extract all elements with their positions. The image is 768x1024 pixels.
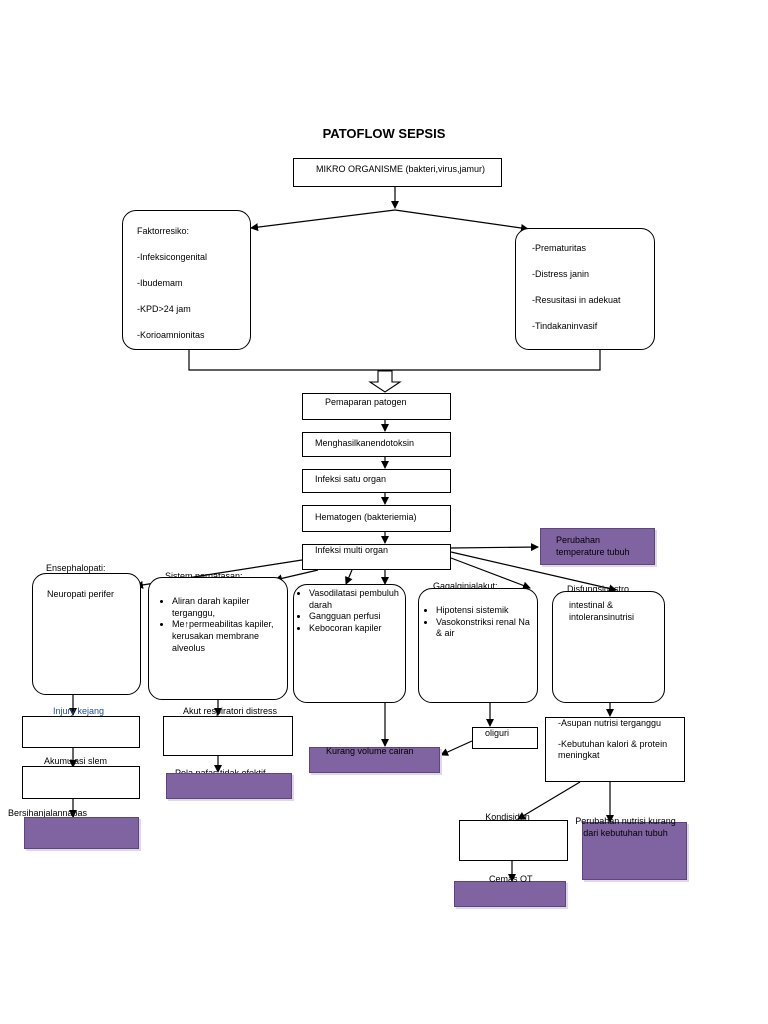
hematogen-box: Hematogen (bakteriemia) xyxy=(302,505,451,532)
pernafasan-item: Me↑permeabilitas kapiler, kerusakan memb… xyxy=(172,619,281,654)
vaso-item-text: Gangguan perfusi xyxy=(309,611,381,622)
left-risk-item: -Infeksicongenital xyxy=(137,252,208,262)
pernafasan-item-text: Me↑permeabilitas kapiler, kerusakan memb… xyxy=(172,619,274,653)
chain-text: Infeksi multi organ xyxy=(315,545,389,555)
pernafasan-heading: Sistem pernafasan: xyxy=(165,571,243,581)
ginjal-item-text: Hipotensi sistemik xyxy=(436,605,509,615)
ards-box xyxy=(163,716,293,756)
injury-kejang-box xyxy=(22,716,140,748)
bersihan-box xyxy=(24,817,139,849)
vaso-item: Gangguan perfusi xyxy=(309,611,403,623)
cemas-box xyxy=(454,881,566,907)
pernafasan-item: Aliran darah kapiler terganggu, xyxy=(172,596,281,619)
vaso-item-text: Kebocoran kapiler xyxy=(309,623,382,634)
chain-text: Infeksi satu organ xyxy=(315,474,387,484)
chain-text: Menghasilkanendotoksin xyxy=(315,438,415,448)
bersihan-label: Bersihanjalannapas xyxy=(8,808,88,818)
cemas-label: Cemas OT xyxy=(489,874,533,884)
oliguri-box: oliguri xyxy=(472,727,538,749)
ginjal-box: Hipotensi sistemik Vasokonstriksi renal … xyxy=(418,588,538,703)
ginjal-heading: Gagalginjalakut: xyxy=(433,581,498,591)
neuropati-text: Neuropati perifer xyxy=(47,589,115,599)
endotoksin-box: Menghasilkanendotoksin xyxy=(302,432,451,457)
right-risk-item: -Prematuritas xyxy=(532,243,587,253)
nutrisi-kurang-text: Perubahan nutrisi kurang dari kebutuhan … xyxy=(575,816,676,838)
nutrisi-kurang-box xyxy=(582,822,687,880)
ensephalopati-heading: Ensephalopati: xyxy=(46,563,106,573)
gastro-box: intestinal & intoleransinutrisi xyxy=(552,591,665,703)
kurang-volume-label: Kurang volume cairan xyxy=(326,746,414,756)
right-risk-item: -Resusitasi in adekuat xyxy=(532,295,621,305)
kebutuhan-text: -Kebutuhan kalori & protein meningkat xyxy=(558,738,668,761)
right-risk-item: -Distress janin xyxy=(532,269,590,279)
neuropati-box: Neuropati perifer xyxy=(32,573,141,695)
oliguri-text: oliguri xyxy=(485,728,510,738)
vaso-item-text: Vasodilatasi pembuluh darah xyxy=(309,588,399,610)
injury-kejang-label: Injury kejang xyxy=(53,706,105,716)
micro-organism-box: MIKRO ORGANISME (bakteri,virus,jamur) xyxy=(293,158,502,187)
left-risk-item: -Korioamnionitas xyxy=(137,330,205,340)
vaso-box: Vasodilatasi pembuluh darah Gangguan per… xyxy=(293,584,406,703)
left-risk-factor-box: Faktorresiko: -Infeksicongenital -Ibudem… xyxy=(122,210,251,350)
akumulasi-slem-box xyxy=(22,766,140,799)
vaso-item: Kebocoran kapiler xyxy=(309,623,403,635)
ginjal-item: Hipotensi sistemik xyxy=(436,605,535,617)
nutrisi-kurang-label: Perubahan nutrisi kurang dari kebutuhan … xyxy=(568,816,683,839)
diagram-title: PATOFLOW SEPSIS xyxy=(322,126,446,141)
left-risk-item: -KPD>24 jam xyxy=(137,304,191,314)
pernafasan-item-text: Aliran darah kapiler terganggu, xyxy=(172,596,250,618)
left-risk-heading: Faktorresiko: xyxy=(137,226,190,236)
left-risk-item: -Ibudemam xyxy=(137,278,183,288)
kurang-volume-box xyxy=(309,747,440,773)
temperature-change-box: Perubahan temperature tubuh xyxy=(540,528,655,565)
pola-nafas-box xyxy=(166,773,292,799)
akumulasi-slem-label: Akumulasi slem xyxy=(44,756,108,766)
right-risk-factor-box: -Prematuritas -Distress janin -Resusitas… xyxy=(515,228,655,350)
gastro-heading: Disfungsigastro xyxy=(567,584,630,594)
chain-text: Hematogen (bakteriemia) xyxy=(315,512,417,522)
vaso-item: Vasodilatasi pembuluh darah xyxy=(309,588,403,611)
kondisi-box xyxy=(459,820,568,861)
ginjal-item-text: Vasokonstriksi renal Na & air xyxy=(436,616,530,639)
temperature-text: Perubahan temperature tubuh xyxy=(556,535,630,557)
ginjal-item: Vasokonstriksi renal Na & air xyxy=(436,617,535,640)
gastro-text: intestinal & intoleransinutrisi xyxy=(569,600,635,622)
gastro-nutrition-box: -Asupan nutrisi terganggu -Kebutuhan kal… xyxy=(545,717,685,782)
right-risk-item: -Tindakaninvasif xyxy=(532,321,598,331)
pernafasan-box: Aliran darah kapiler terganggu, Me↑perme… xyxy=(148,577,288,700)
chain-text: Pemaparan patogen xyxy=(325,397,407,407)
pemaparan-patogen-box: Pemaparan patogen xyxy=(302,393,451,420)
micro-organism-text: MIKRO ORGANISME (bakteri,virus,jamur) xyxy=(316,164,486,174)
infeksi-multi-organ-box: Infeksi multi organ xyxy=(302,544,451,570)
infeksi-satu-organ-box: Infeksi satu organ xyxy=(302,469,451,493)
asupan-text: -Asupan nutrisi terganggu xyxy=(558,718,662,728)
